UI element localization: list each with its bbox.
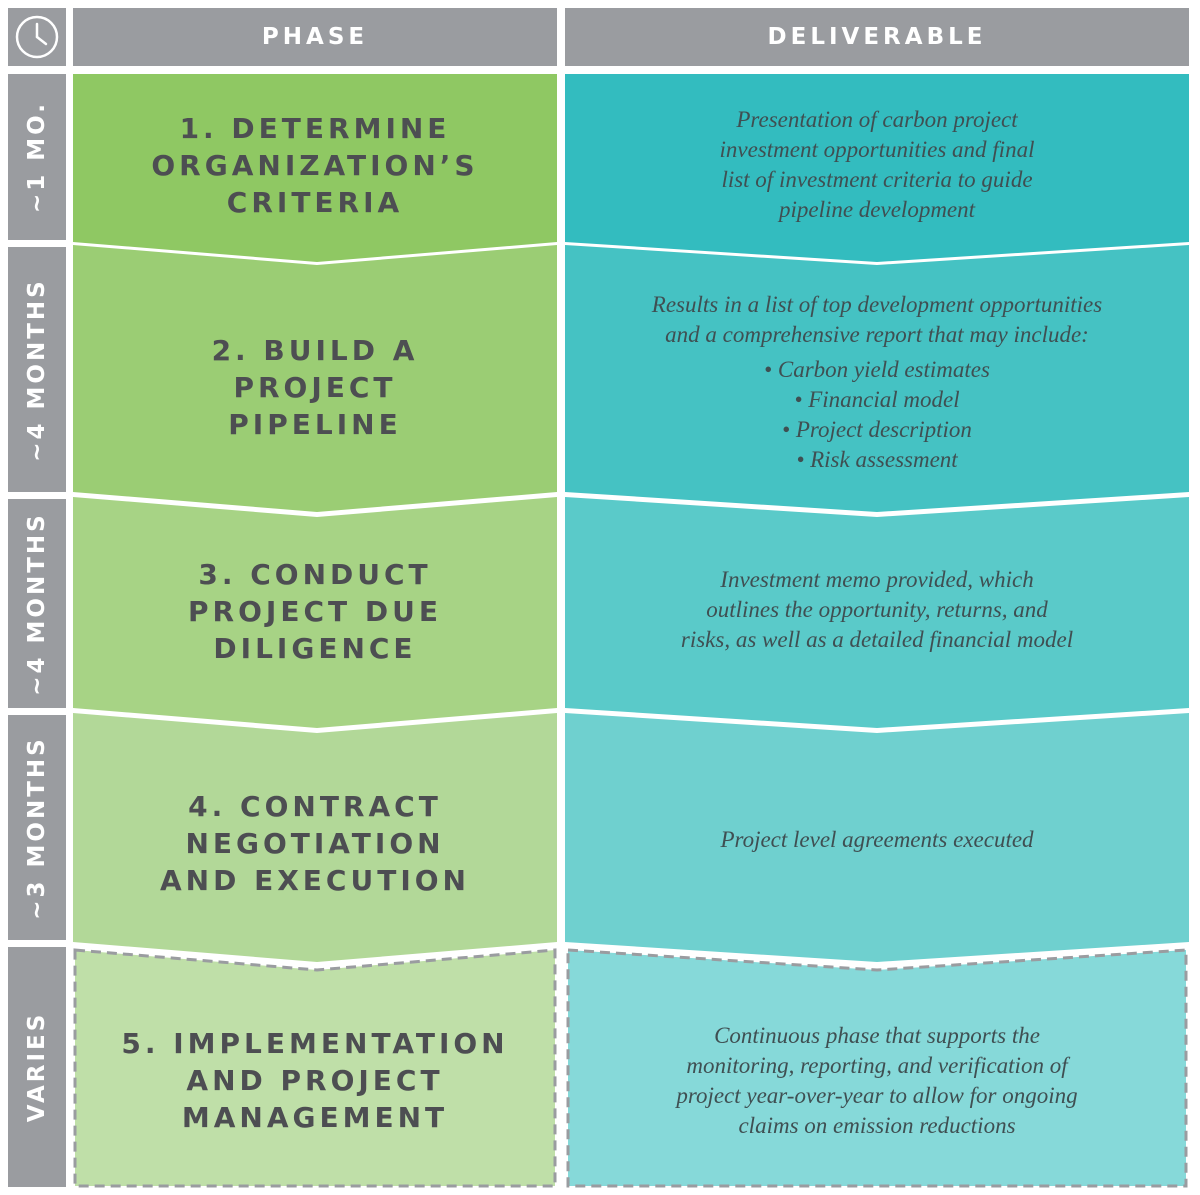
phase-title-5-line-1: 5. IMPLEMENTATION	[121, 1027, 509, 1060]
phase-title-4-line-3: AND EXECUTION	[160, 864, 470, 897]
deliverable-text-1: Presentation of carbon project investmen…	[565, 100, 1189, 230]
deliverable-header: DELIVERABLE	[565, 8, 1189, 66]
phase-title-5: 5. IMPLEMENTATION AND PROJECT MANAGEMENT	[75, 1013, 555, 1148]
deliverable-text-2: Results in a list of top development opp…	[565, 290, 1189, 490]
deliverable-1-line-2: investment opportunities and final	[719, 137, 1035, 162]
deliverable-text-3: Investment memo provided, which outlines…	[565, 560, 1189, 660]
deliverable-text-5: Continuous phase that supports the monit…	[568, 1018, 1186, 1143]
phase-shape-5	[73, 948, 557, 1188]
phase-title-5-line-2: AND PROJECT	[186, 1064, 444, 1097]
phase-header-label: PHASE	[261, 24, 369, 50]
deliverable-3-line-2: outlines the opportunity, returns, and	[706, 597, 1048, 622]
phase-shape-3	[73, 497, 557, 728]
deliverable-5-line-2: monitoring, reporting, and verification …	[686, 1052, 1068, 1078]
duration-cell-1: ~1 MO.	[8, 74, 66, 240]
deliverable-3-line-3: risks, as well as a detailed financial m…	[680, 627, 1074, 652]
deliverable-text-4: Project level agreements executed	[565, 820, 1189, 860]
deliverable-5-line-4: claims on emission reductions	[738, 1112, 1016, 1138]
phase-title-3-line-3: DILIGENCE	[213, 632, 417, 665]
deliverable-shape-2	[565, 245, 1189, 512]
deliverable-2-bullet-3: • Project description	[782, 417, 972, 442]
phase-title-3-line-2: PROJECT DUE	[188, 595, 442, 628]
clock-icon	[15, 15, 59, 59]
deliverable-2-bullet-4: • Risk assessment	[796, 447, 958, 472]
deliverable-1-line-1: Presentation of carbon project	[736, 107, 1018, 132]
phase-title-1: 1. DETERMINE ORGANIZATION’S CRITERIA	[73, 100, 557, 230]
deliverable-header-label: DELIVERABLE	[767, 24, 987, 50]
deliverable-5-line-1: Continuous phase that supports the	[714, 1022, 1040, 1048]
phase-shape-2	[73, 245, 557, 512]
duration-cell-3: ~4 MONTHS	[8, 499, 66, 708]
phase-title-1-line-3: CRITERIA	[226, 185, 404, 219]
duration-cell-5: VARIES	[8, 947, 66, 1187]
phase-title-4-line-2: NEGOTIATION	[185, 827, 445, 860]
deliverable-shape-1	[565, 74, 1189, 262]
deliverable-4-line-1: Project level agreements executed	[720, 827, 1034, 852]
duration-cell-2: ~4 MONTHS	[8, 247, 66, 492]
deliverable-shape-4	[565, 713, 1189, 962]
phase-title-1-line-2: ORGANIZATION’S	[151, 148, 479, 182]
deliverable-1-line-4: pipeline development	[778, 197, 976, 222]
deliverable-2-line-1: Results in a list of top development opp…	[651, 292, 1103, 317]
phase-title-3-line-1: 3. CONDUCT	[198, 558, 432, 591]
phase-title-5-line-3: MANAGEMENT	[181, 1101, 449, 1134]
phase-shape-1	[73, 74, 557, 262]
deliverable-2-bullet-2: • Financial model	[794, 387, 960, 412]
deliverable-shape-3	[565, 497, 1189, 728]
deliverable-2-bullet-1: • Carbon yield estimates	[764, 357, 990, 382]
deliverable-shape-5	[566, 948, 1188, 1188]
phase-shape-4	[73, 713, 557, 962]
phase-header: PHASE	[73, 8, 557, 66]
phase-title-3: 3. CONDUCT PROJECT DUE DILIGENCE	[73, 544, 557, 679]
phase-title-2-line-2: PROJECT	[233, 371, 397, 404]
phase-title-4-line-1: 4. CONTRACT	[188, 790, 442, 823]
clock-header-cell	[8, 8, 66, 66]
deliverable-1-line-3: list of investment criteria to guide	[721, 167, 1033, 192]
phase-title-4: 4. CONTRACT NEGOTIATION AND EXECUTION	[73, 776, 557, 911]
deliverable-5-line-3: project year-over-year to allow for ongo…	[676, 1082, 1078, 1108]
phase-title-2: 2. BUILD A PROJECT PIPELINE	[73, 320, 557, 455]
deliverable-2-line-2: and a comprehensive report that may incl…	[665, 322, 1089, 347]
phase-title-2-line-3: PIPELINE	[228, 408, 402, 441]
deliverable-3-line-1: Investment memo provided, which	[720, 567, 1034, 592]
phase-title-1-line-1: 1. DETERMINE	[179, 111, 451, 145]
phase-title-2-line-1: 2. BUILD A	[211, 334, 419, 367]
duration-cell-4: ~3 MONTHS	[8, 715, 66, 940]
